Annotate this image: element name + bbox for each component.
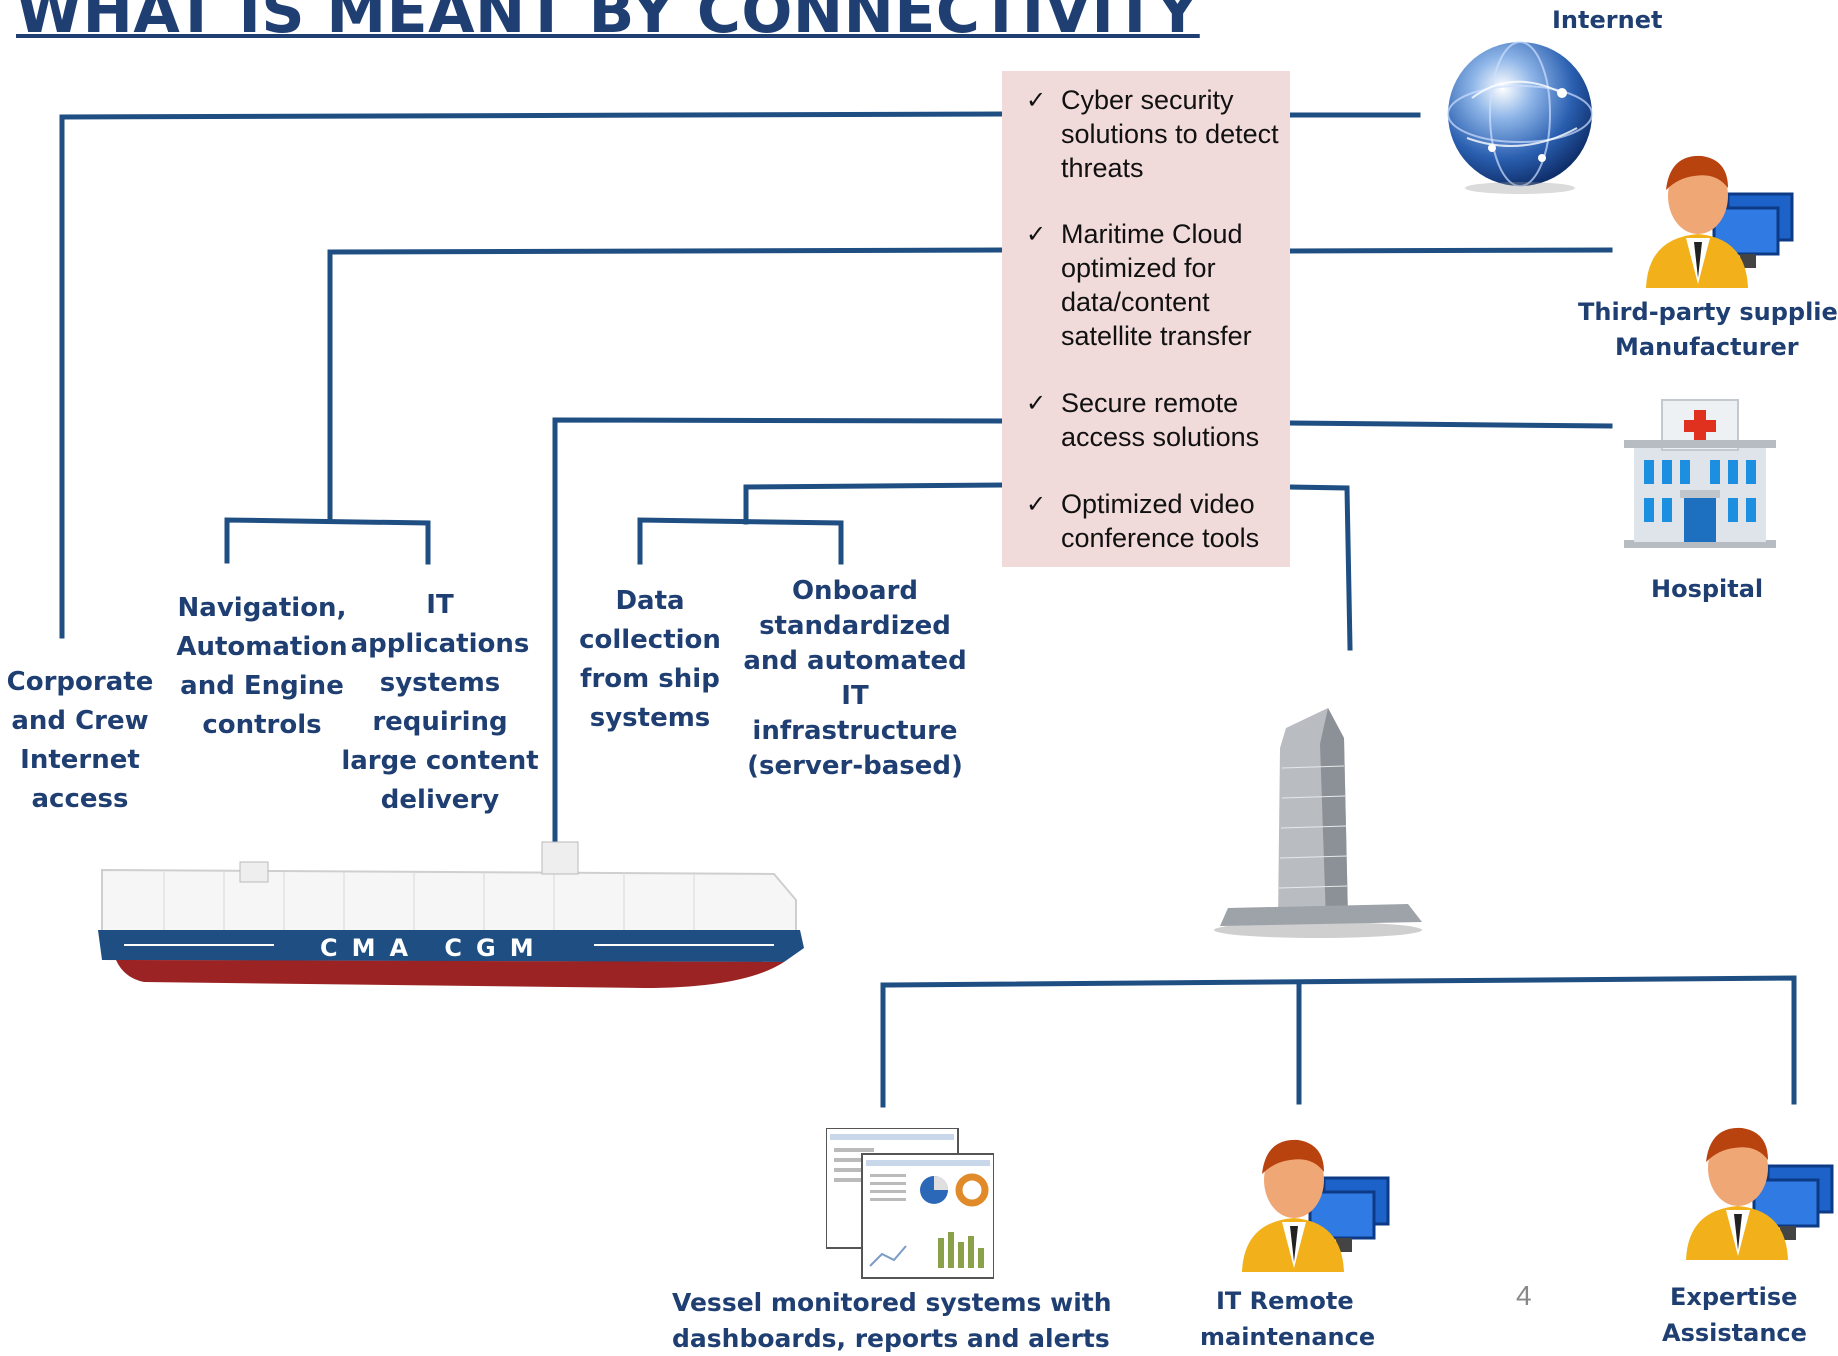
office-building-icon: [1214, 708, 1422, 938]
wire-hospital: [1287, 420, 1613, 429]
wire-corporate: [59, 111, 1005, 639]
expertise-person-computer-icon: [1686, 1127, 1834, 1260]
feature-cyber-security: ✓ Cyber security solutions to detect thr…: [1026, 85, 1279, 183]
wire-data-onboard: [743, 482, 1005, 525]
label-it-remote: IT Remote: [1216, 1287, 1354, 1315]
label-maintenance: maintenance: [1200, 1323, 1376, 1351]
hospital-icon: [1624, 399, 1776, 548]
label-vessel-monitoring-line2: dashboards, reports and alerts: [672, 1324, 1110, 1353]
feature-secure-remote-access: ✓ Secure remote access solutions: [1026, 388, 1260, 452]
hub-features-box: ✓ Cyber security solutions to detect thr…: [1002, 71, 1290, 567]
checkmark-icon: ✓: [1026, 490, 1047, 518]
wire-ship: [552, 417, 1005, 848]
it-remote-person-computer-icon: [1242, 1139, 1390, 1272]
feature-video-conference: ✓ Optimized video conference tools: [1026, 489, 1260, 553]
wire-building: [1287, 484, 1353, 651]
label-internet: Internet: [1552, 6, 1663, 34]
checkmark-icon: ✓: [1026, 220, 1047, 248]
wire-navigation-branch: [224, 517, 431, 565]
wire-navigation-it: [327, 247, 1005, 523]
feature-maritime-cloud: ✓ Maritime Cloud optimized for data/cont…: [1026, 219, 1252, 351]
globe-icon: [1447, 41, 1593, 194]
page-number: 4: [1516, 1280, 1532, 1311]
label-third-party-supplier: Third-party supplier: [1578, 298, 1838, 326]
checkmark-icon: ✓: [1026, 389, 1047, 417]
page-title: WHAT IS MEANT BY CONNECTIVITY: [16, 0, 1200, 47]
label-manufacturer: Manufacturer: [1615, 333, 1799, 361]
dashboard-reports-icon: [826, 1128, 994, 1279]
supplier-person-computer-icon: [1646, 155, 1794, 288]
wire-shore-bus: [880, 975, 1797, 1108]
label-vessel-monitoring-line1: Vessel monitored systems with: [672, 1288, 1112, 1317]
label-expertise: Expertise: [1670, 1283, 1798, 1311]
label-assistance: Assistance: [1662, 1319, 1807, 1347]
ship-hull-text: CMA CGM: [320, 934, 548, 962]
checkmark-icon: ✓: [1026, 86, 1047, 114]
wire-supplier: [1287, 247, 1613, 254]
container-ship-image: CMA CGM: [98, 841, 804, 988]
wire-data-branch: [637, 517, 844, 565]
label-hospital: Hospital: [1651, 575, 1764, 603]
